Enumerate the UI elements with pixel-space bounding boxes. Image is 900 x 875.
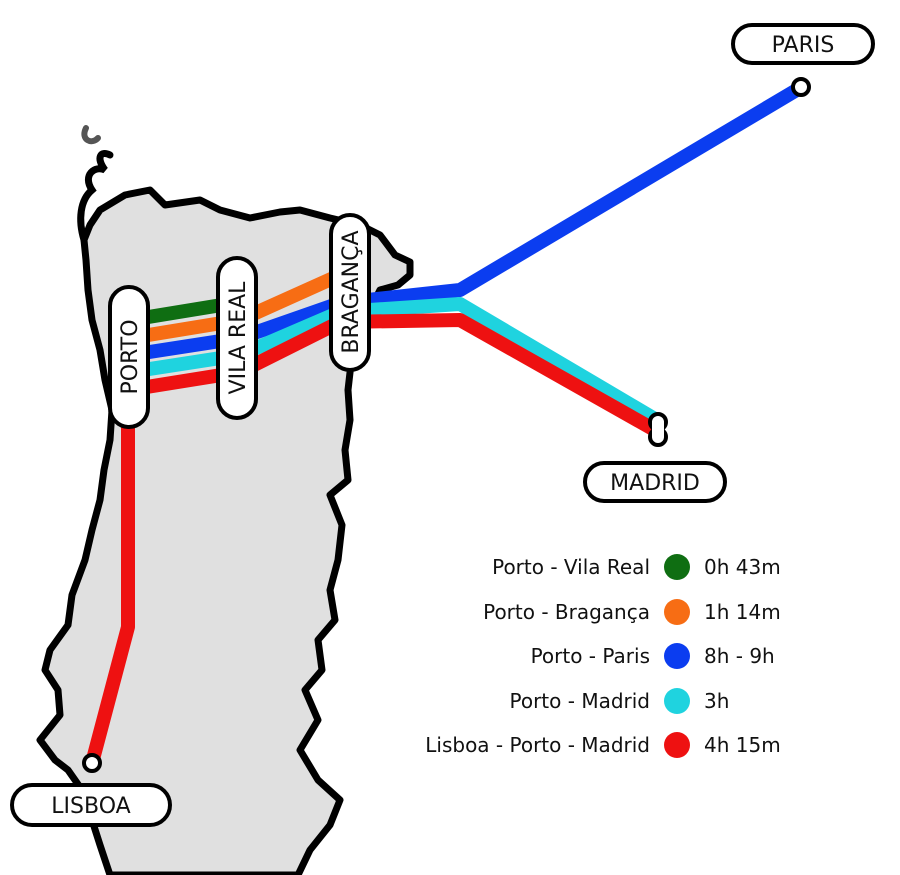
paris-station-marker <box>791 77 811 97</box>
legend-row: Porto - Madrid 3h <box>360 679 800 724</box>
legend-travel-time: 3h <box>704 688 730 713</box>
legend-route-label: Porto - Paris <box>530 644 650 669</box>
legend-route-label: Porto - Bragança <box>483 599 650 624</box>
legend-row: Porto - Vila Real 0h 43m <box>360 545 800 590</box>
legend-route-label: Porto - Madrid <box>509 688 651 713</box>
legend-route-label: Lisboa - Porto - Madrid <box>425 733 650 758</box>
peninsula-tip <box>81 125 101 145</box>
paris-label: PARIS <box>731 23 875 65</box>
legend-color-dot <box>664 687 690 714</box>
lisboa-station-marker <box>82 753 102 773</box>
vila-real-label-text: VILA REAL <box>226 281 251 395</box>
madrid-label: MADRID <box>583 461 727 503</box>
legend-travel-time: 0h 43m <box>704 555 781 580</box>
paris-label-text: PARIS <box>772 33 835 58</box>
madrid-station-join <box>652 422 664 437</box>
porto-label: PORTO <box>108 285 150 429</box>
lisboa-label-text: LISBOA <box>51 794 130 819</box>
legend-color-dot <box>664 643 690 670</box>
legend-travel-time: 4h 15m <box>704 733 781 758</box>
legend-color-dot <box>664 732 690 759</box>
porto-label-text: PORTO <box>118 319 143 394</box>
legend-row: Lisboa - Porto - Madrid 4h 15m <box>360 723 800 768</box>
legend-color-dot <box>664 554 690 581</box>
legend-row: Porto - Bragança 1h 14m <box>360 590 800 635</box>
legend-row: Porto - Paris 8h - 9h <box>360 634 800 679</box>
legend-travel-time: 8h - 9h <box>704 644 775 669</box>
legend-travel-time: 1h 14m <box>704 599 781 624</box>
legend: Porto - Vila Real 0h 43m Porto - Braganç… <box>360 545 800 768</box>
braganca-label-text: BRAGANÇA <box>339 230 364 353</box>
peninsula-detail <box>77 150 114 244</box>
legend-color-dot <box>664 598 690 625</box>
braganca-label: BRAGANÇA <box>329 213 371 372</box>
lisboa-label: LISBOA <box>10 783 172 827</box>
legend-route-label: Porto - Vila Real <box>492 555 650 580</box>
madrid-label-text: MADRID <box>610 471 700 496</box>
vila-real-label: VILA REAL <box>216 256 258 420</box>
